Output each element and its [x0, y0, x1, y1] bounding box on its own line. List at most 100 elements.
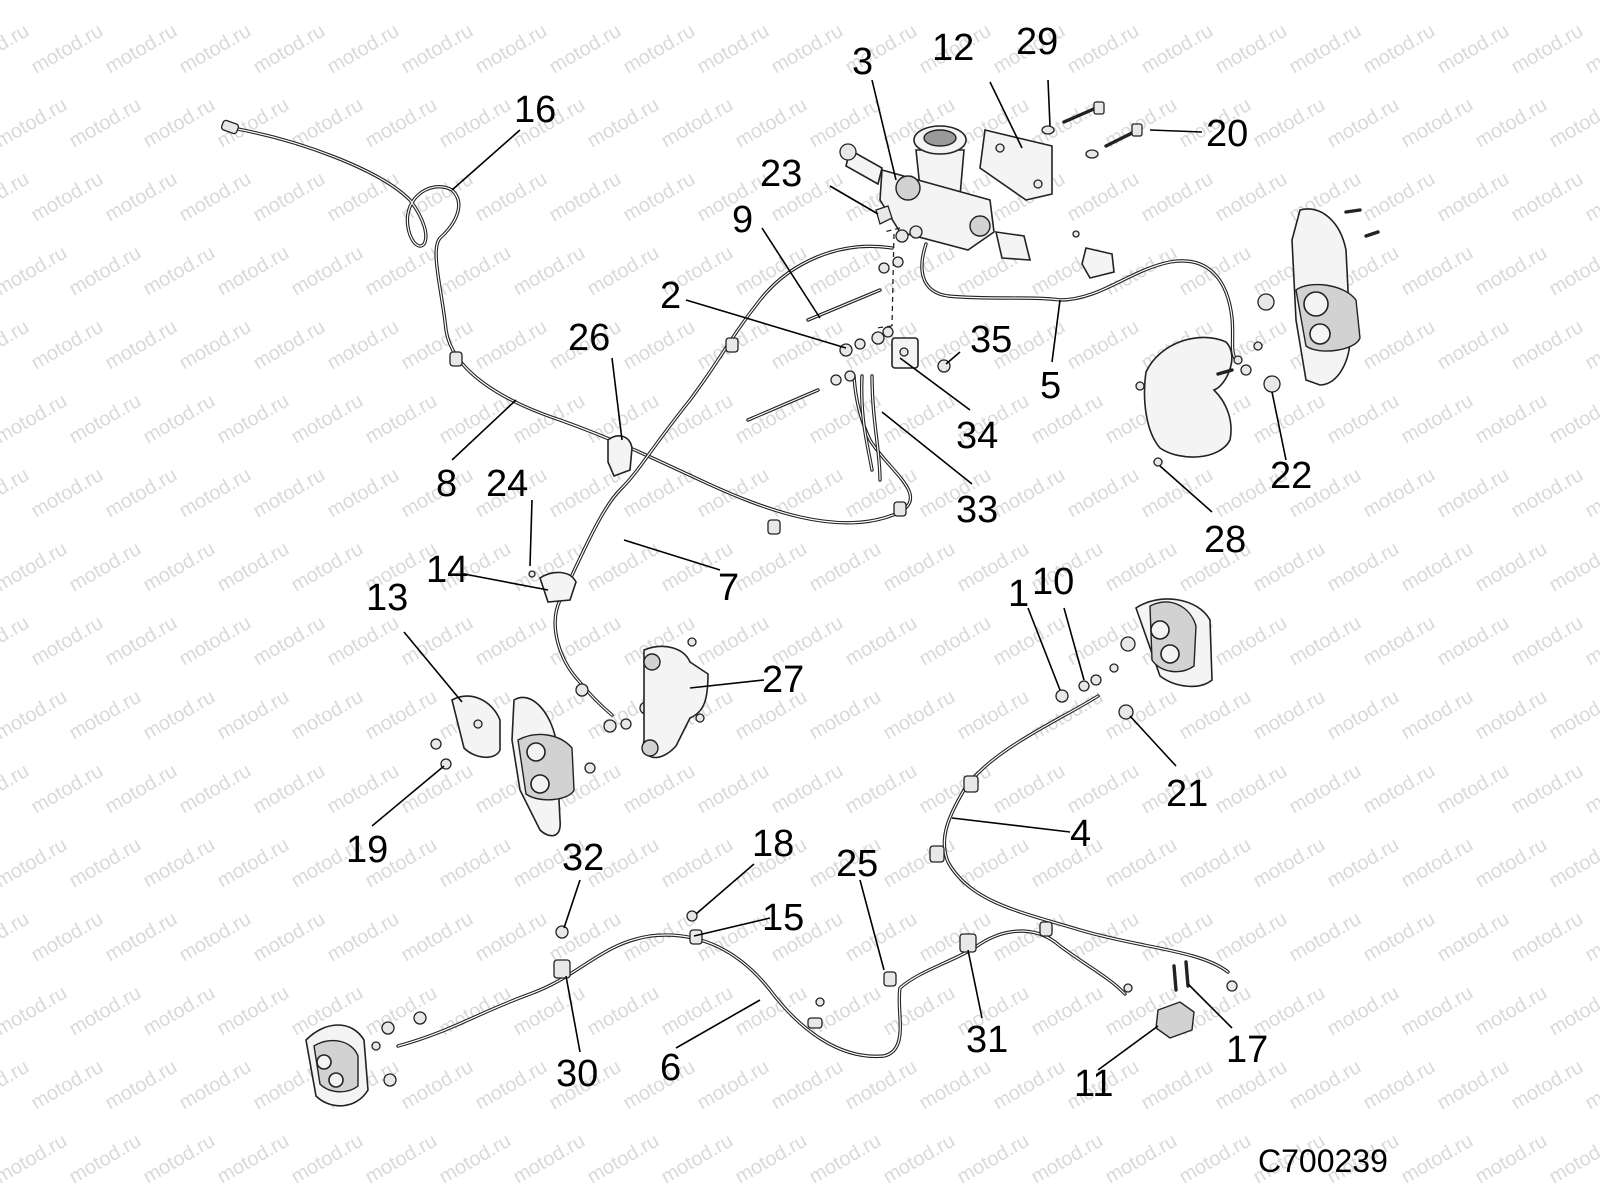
watermark-text: motod.ru [140, 0, 219, 4]
watermark-text: motod.ru [1138, 168, 1217, 227]
watermark-text: motod.ru [176, 1056, 255, 1115]
callout-10: 10 [1032, 561, 1074, 603]
bolts-29-20 [1041, 101, 1143, 159]
callout-15: 15 [762, 897, 804, 939]
washer-20 [1085, 149, 1099, 159]
watermark-text: motod.ru [1508, 760, 1587, 819]
watermark-text: motod.ru [28, 908, 107, 967]
watermark-text: motod.ru [288, 686, 367, 745]
distribution-block-34 [891, 337, 951, 373]
watermark-text: motod.ru [1360, 464, 1439, 523]
watermark-text: motod.ru [768, 1056, 847, 1115]
watermark-text: motod.ru [880, 0, 959, 4]
watermark-text: motod.ru [1472, 982, 1551, 1041]
watermark-text: motod.ru [916, 612, 995, 671]
watermark-text: motod.ru [140, 834, 219, 893]
bolt [1257, 293, 1275, 311]
watermark-text: motod.ru [0, 760, 33, 819]
watermark-text: motod.ru [324, 20, 403, 79]
watermark-text: motod.ru [0, 1130, 71, 1189]
callout-29: 29 [1016, 21, 1058, 63]
watermark-text: motod.ru [250, 464, 329, 523]
clip [929, 845, 945, 863]
callout-34: 34 [956, 415, 998, 457]
callout-4: 4 [1070, 813, 1091, 855]
watermark-text: motod.ru [842, 612, 921, 671]
watermark-text: motod.ru [1324, 94, 1403, 153]
clip [963, 775, 979, 793]
watermark-text: motod.ru [324, 316, 403, 375]
watermark-text: motod.ru [806, 686, 885, 745]
watermark-text: motod.ru [250, 760, 329, 819]
callout-8: 8 [436, 463, 457, 505]
clip [1039, 921, 1053, 937]
watermark-text: motod.ru [1546, 834, 1600, 893]
watermark-text: motod.ru [1398, 94, 1477, 153]
watermark-text: motod.ru [732, 1130, 811, 1189]
watermark-text: motod.ru [842, 1056, 921, 1115]
watermark-text: motod.ru [880, 538, 959, 597]
watermark-text: motod.ru [140, 390, 219, 449]
watermark-text: motod.ru [140, 242, 219, 301]
watermark-text: motod.ru [732, 0, 811, 4]
clip [807, 1017, 823, 1029]
watermark-text: motod.ru [1546, 390, 1600, 449]
callout-9: 9 [732, 199, 753, 241]
watermark-text: motod.ru [1508, 908, 1587, 967]
watermark-text: motod.ru [436, 390, 515, 449]
watermark-text: motod.ru [954, 1130, 1033, 1189]
watermark-text: motod.ru [214, 834, 293, 893]
watermark-text: motod.ru [1286, 760, 1365, 819]
watermark-text: motod.ru [214, 0, 293, 4]
watermark-text: motod.ru [806, 1130, 885, 1189]
watermark-text: motod.ru [102, 612, 181, 671]
watermark-text: motod.ru [658, 834, 737, 893]
watermark-text: motod.ru [1508, 168, 1587, 227]
watermark-text: motod.ru [362, 390, 441, 449]
watermark-text: motod.ru [1250, 538, 1329, 597]
watermark-text: motod.ru [1508, 612, 1587, 671]
watermark-text: motod.ru [102, 168, 181, 227]
watermark-text: motod.ru [1286, 908, 1365, 967]
watermark-text: motod.ru [1546, 686, 1600, 745]
callout-33: 33 [956, 489, 998, 531]
watermark-text: motod.ru [140, 982, 219, 1041]
watermark-text: motod.ru [0, 242, 71, 301]
watermark-text: motod.ru [288, 390, 367, 449]
watermark-text: motod.ru [1582, 908, 1600, 967]
rear-right-caliper-assembly [1135, 208, 1380, 467]
watermark-text: motod.ru [1398, 834, 1477, 893]
watermark-text: motod.ru [472, 1056, 551, 1115]
watermark-text: motod.ru [0, 686, 71, 745]
watermark-text: motod.ru [1582, 612, 1600, 671]
caliper-body [313, 1039, 359, 1093]
watermark-text: motod.ru [1102, 834, 1181, 893]
watermark-text: motod.ru [768, 760, 847, 819]
watermark-text: motod.ru [214, 982, 293, 1041]
watermark-text: motod.ru [102, 316, 181, 375]
watermark-text: motod.ru [510, 390, 589, 449]
watermark-text: motod.ru [584, 1130, 663, 1189]
watermark-text: motod.ru [140, 538, 219, 597]
watermark-text: motod.ru [1102, 0, 1181, 4]
callout-3: 3 [852, 41, 873, 83]
leader-lines [371, 79, 1287, 1071]
watermark-text: motod.ru [1472, 242, 1551, 301]
clip-31 [959, 933, 977, 953]
watermark-text: motod.ru [1064, 20, 1143, 79]
watermark-text: motod.ru [472, 20, 551, 79]
watermark-text: motod.ru [1360, 316, 1439, 375]
watermark-text: motod.ru [1546, 94, 1600, 153]
watermark-text: motod.ru [1286, 20, 1365, 79]
watermark-text: motod.ru [584, 242, 663, 301]
watermark-text: motod.ru [472, 316, 551, 375]
watermark-text: motod.ru [806, 94, 885, 153]
watermark-text: motod.ru [66, 538, 145, 597]
watermark-text: motod.ru [1434, 168, 1513, 227]
callout-31: 31 [966, 1019, 1008, 1061]
watermark-text: motod.ru [1582, 316, 1600, 375]
watermark-text: motod.ru [66, 94, 145, 153]
watermark-text: motod.ru [1398, 390, 1477, 449]
watermark-text: motod.ru [1250, 94, 1329, 153]
watermark-text: motod.ru [954, 0, 1033, 4]
